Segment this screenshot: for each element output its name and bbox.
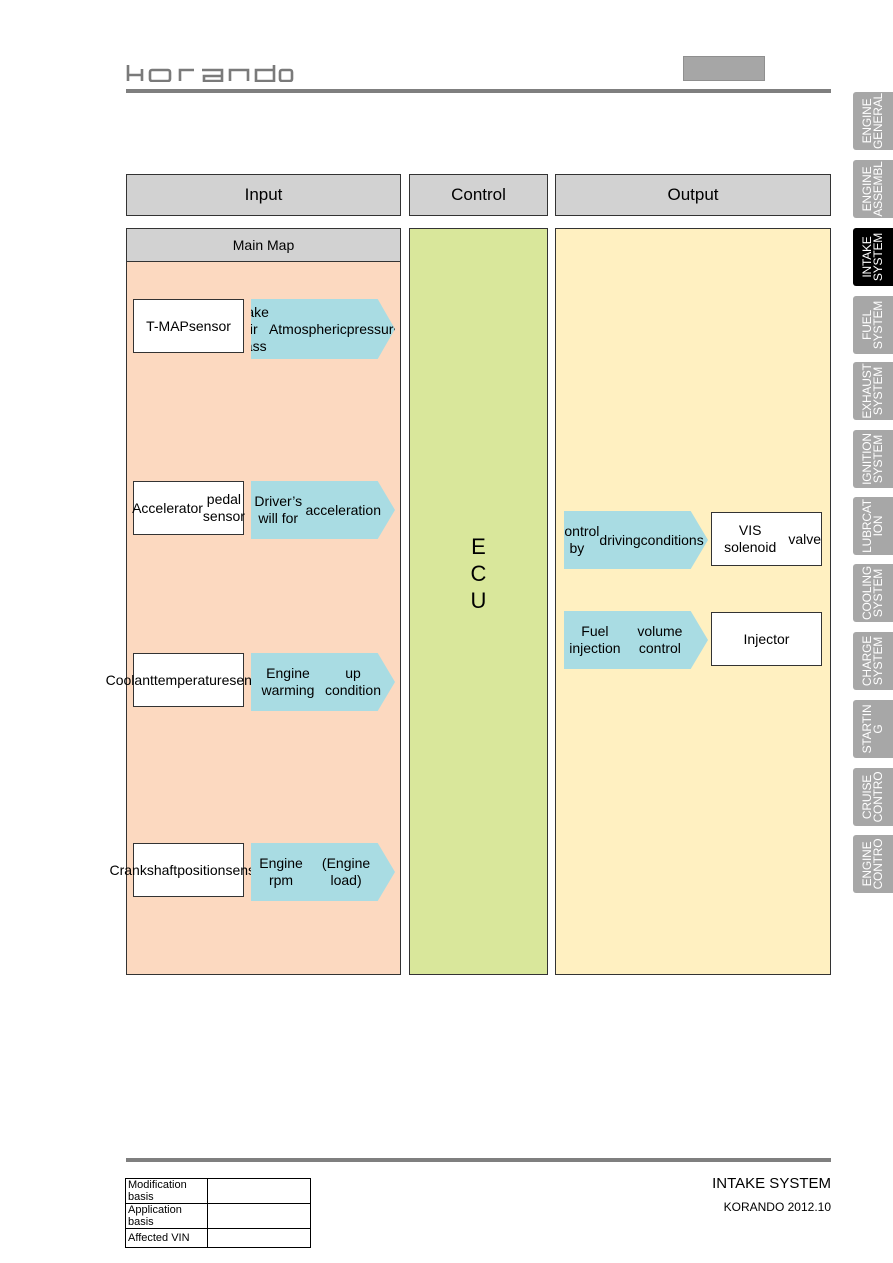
- side-tab-intake-system[interactable]: INTAKE SYSTEM: [853, 228, 893, 286]
- text-line: VIS solenoid: [724, 522, 777, 555]
- side-tab-label: CRUISE CONTRO: [860, 771, 885, 823]
- side-tab-label: INTAKE SYSTEM: [860, 232, 885, 282]
- text-line: up condition: [324, 665, 381, 698]
- text-line: valve: [788, 530, 821, 547]
- modification-table-label: Application basis: [125, 1203, 208, 1229]
- input-signal-arrow: Engine warming up condition: [251, 653, 395, 711]
- text-line: Accelerator: [132, 499, 203, 516]
- side-tab-label: ENGINE GENERAL: [860, 93, 885, 149]
- text-line: Intake air mass: [230, 303, 269, 354]
- side-tab-label: EXHAUST SYSTEM: [860, 363, 885, 419]
- text-line: pressure: [346, 320, 402, 337]
- modification-table-label: Modification basis: [125, 1178, 208, 1204]
- column-header-control: Control: [409, 174, 548, 216]
- side-tab-cruise-contro[interactable]: CRUISE CONTRO: [853, 768, 893, 826]
- modification-table-value: [207, 1178, 311, 1204]
- side-tab-label: STARTIN G: [860, 704, 885, 754]
- text-line: sensor: [188, 317, 231, 334]
- footer-section-title: INTAKE SYSTEM: [712, 1175, 831, 1192]
- side-tab-engine-general[interactable]: ENGINE GENERAL: [853, 92, 893, 150]
- text-line: Fuel injection: [569, 623, 621, 656]
- side-tab-engine-assembl[interactable]: ENGINE ASSEMBL: [853, 160, 893, 218]
- text-line: Crankshaft: [109, 861, 178, 878]
- side-tab-label: IGNITION SYSTEM: [860, 433, 885, 485]
- side-tab-label: CHARGE SYSTEM: [860, 635, 885, 687]
- side-tab-label: ENGINE ASSEMBL: [860, 161, 885, 217]
- text-line: pedal sensor: [202, 491, 245, 524]
- text-line: conditions: [640, 531, 704, 548]
- text-line: driving: [599, 531, 641, 548]
- modification-table-row: Modification basis: [125, 1178, 311, 1204]
- side-tab-label: FUEL SYSTEM: [860, 300, 885, 350]
- output-signal-arrow: Fuel injection volume control: [564, 611, 708, 669]
- modification-table-row: Application basis: [125, 1203, 311, 1229]
- footer-rule: [126, 1158, 831, 1162]
- header-rule: [126, 89, 831, 93]
- side-tab-charge-system[interactable]: CHARGE SYSTEM: [853, 632, 893, 690]
- text-line: T-MAP: [146, 317, 189, 334]
- text-line: volume control: [637, 623, 683, 656]
- text-line: (Engine load): [321, 855, 371, 888]
- text-line: Driver’s will for: [254, 493, 303, 526]
- side-tab-lubrcat-ion[interactable]: LUBRCAT ION: [853, 497, 893, 555]
- text-line: U: [470, 588, 487, 613]
- text-line: C: [470, 561, 487, 586]
- text-line: E: [471, 534, 486, 559]
- logo-text: korando: [126, 64, 130, 65]
- side-tab-exhaust-system[interactable]: EXHAUST SYSTEM: [853, 362, 893, 420]
- side-tab-engine-contro[interactable]: ENGINE CONTRO: [853, 835, 893, 893]
- input-signal-arrow: Engine rpm (Engine load): [251, 843, 395, 901]
- text-line: Injector: [743, 630, 790, 647]
- side-tab-startin-g[interactable]: STARTIN G: [853, 700, 893, 758]
- text-line: Coolant: [105, 671, 154, 688]
- modification-table-label: Affected VIN: [125, 1228, 208, 1248]
- modification-table-value: [207, 1228, 311, 1248]
- text-line: temperature: [153, 671, 230, 688]
- text-line: Engine rpm: [259, 855, 303, 888]
- text-line: acceleration: [305, 501, 382, 518]
- text-line: Engine warming: [261, 665, 315, 698]
- modification-table-row: Affected VIN: [125, 1228, 311, 1248]
- korando-logo: korando: [126, 64, 294, 82]
- side-tab-label: COOLING SYSTEM: [860, 566, 885, 620]
- column-header-output: Output: [555, 174, 831, 216]
- text-line: Atmospheric: [268, 320, 347, 337]
- side-tab-ignition-system[interactable]: IGNITION SYSTEM: [853, 430, 893, 488]
- side-tab-label: LUBRCAT ION: [860, 499, 885, 553]
- side-tab-cooling-system[interactable]: COOLING SYSTEM: [853, 564, 893, 622]
- header-grey-badge: [683, 56, 765, 81]
- modification-table-value: [207, 1203, 311, 1229]
- side-tab-label: ENGINE CONTRO: [860, 838, 885, 890]
- side-tab-fuel-system[interactable]: FUEL SYSTEM: [853, 296, 893, 354]
- main-map-header: Main Map: [127, 229, 400, 262]
- footer-model-date: KORANDO 2012.10: [723, 1200, 831, 1214]
- text-line: position: [177, 861, 226, 878]
- column-header-input: Input: [126, 174, 401, 216]
- output-actuator-box: Injector: [711, 612, 822, 666]
- text-line: Control by: [554, 523, 600, 556]
- output-actuator-box: VIS solenoid valve: [711, 512, 822, 566]
